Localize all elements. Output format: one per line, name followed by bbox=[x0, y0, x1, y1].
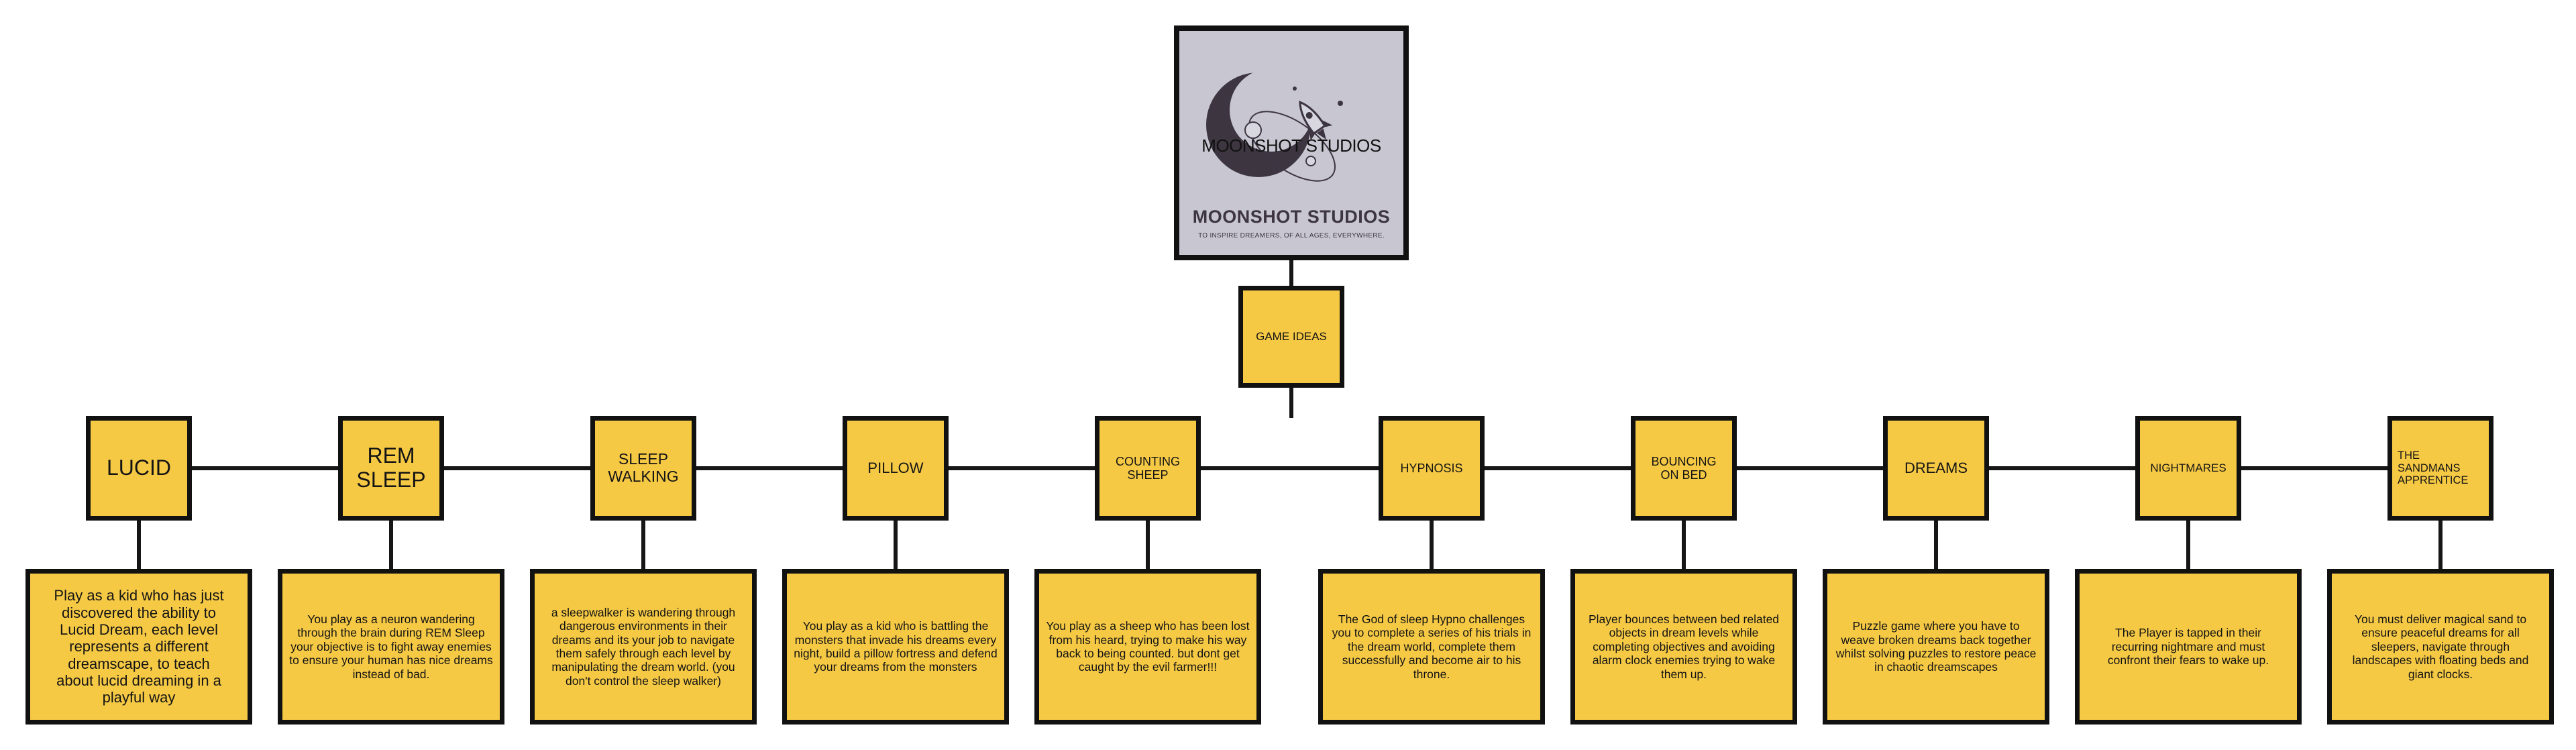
idea-title-box: BOUNCING ON BED bbox=[1631, 416, 1737, 521]
idea-title-box: SLEEP WALKING bbox=[590, 416, 696, 521]
moon-rocket-logo-icon bbox=[1206, 72, 1343, 182]
idea-description-text: You must deliver magical sand to ensure … bbox=[2352, 612, 2529, 681]
idea-title-box: HYPNOSIS bbox=[1379, 416, 1485, 521]
idea-description-box: Player bounces between bed related objec… bbox=[1570, 569, 1797, 725]
idea-title-label: DREAMS bbox=[1904, 459, 1968, 476]
logo-tagline: TO INSPIRE DREAMERS, OF ALL AGES, EVERYW… bbox=[1198, 232, 1385, 239]
idea-title-label: LUCID bbox=[106, 456, 171, 480]
idea-title-label: REM SLEEP bbox=[356, 443, 426, 492]
idea-title-box: DREAMS bbox=[1883, 416, 1989, 521]
idea-description-box: The God of sleep Hypno challenges you to… bbox=[1318, 569, 1545, 725]
idea-description-text: The Player is tapped in their recurring … bbox=[2107, 626, 2269, 667]
idea-title-box: PILLOW bbox=[843, 416, 949, 521]
idea-title-label: HYPNOSIS bbox=[1400, 461, 1463, 475]
idea-description-box: You play as a neuron wandering through t… bbox=[278, 569, 504, 725]
idea-description-text: a sleepwalker is wandering through dange… bbox=[551, 605, 736, 688]
idea-title-label: PILLOW bbox=[867, 459, 924, 476]
idea-title-box: THE SANDMANS APPRENTICE bbox=[2387, 416, 2493, 521]
studio-logo-card: MOONSHOT STUDIOS MOONSHOT STUDIOS TO INS… bbox=[1174, 25, 1409, 260]
idea-title-box: LUCID bbox=[86, 416, 192, 521]
idea-title-label: THE SANDMANS APPRENTICE bbox=[2398, 449, 2469, 487]
idea-description-box: Play as a kid who has just discovered th… bbox=[25, 569, 252, 725]
idea-title-box: COUNTING SHEEP bbox=[1095, 416, 1201, 521]
idea-description-text: You play as a kid who is battling the mo… bbox=[794, 619, 998, 674]
idea-description-box: a sleepwalker is wandering through dange… bbox=[530, 569, 757, 725]
idea-description-box: You must deliver magical sand to ensure … bbox=[2327, 569, 2554, 725]
idea-description-text: Play as a kid who has just discovered th… bbox=[54, 587, 224, 706]
idea-description-text: Puzzle game where you have to weave brok… bbox=[1835, 619, 2037, 674]
idea-title-box: REM SLEEP bbox=[338, 416, 444, 521]
idea-description-box: The Player is tapped in their recurring … bbox=[2075, 569, 2302, 725]
idea-description-text: You play as a sheep who has been lost fr… bbox=[1046, 619, 1250, 674]
idea-title-label: NIGHTMARES bbox=[2150, 462, 2226, 475]
idea-title-label: SLEEP WALKING bbox=[608, 450, 679, 485]
idea-description-text: Player bounces between bed related objec… bbox=[1588, 612, 1780, 681]
idea-description-text: The God of sleep Hypno challenges you to… bbox=[1332, 612, 1532, 681]
idea-title-label: COUNTING SHEEP bbox=[1116, 454, 1180, 482]
logo-overlay-text: MOONSHOT STUDIOS bbox=[1201, 136, 1381, 156]
game-ideas-hub: GAME IDEAS bbox=[1238, 286, 1344, 388]
hub-label: GAME IDEAS bbox=[1256, 330, 1327, 343]
idea-description-box: Puzzle game where you have to weave brok… bbox=[1823, 569, 2049, 725]
logo-brand-name: MOONSHOT STUDIOS bbox=[1192, 207, 1391, 227]
idea-description-text: You play as a neuron wandering through t… bbox=[289, 612, 493, 681]
idea-description-box: You play as a kid who is battling the mo… bbox=[782, 569, 1009, 725]
idea-title-box: NIGHTMARES bbox=[2135, 416, 2241, 521]
idea-description-box: You play as a sheep who has been lost fr… bbox=[1034, 569, 1261, 725]
idea-title-label: BOUNCING ON BED bbox=[1651, 454, 1717, 482]
